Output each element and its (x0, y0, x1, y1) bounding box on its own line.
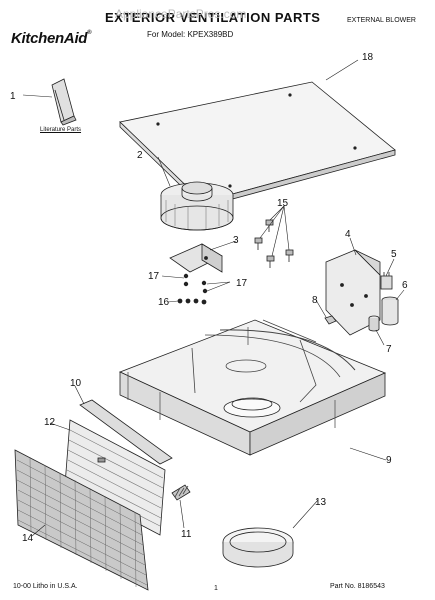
callout-3: 3 (233, 235, 239, 246)
callout-8: 8 (312, 295, 318, 306)
brand-logo-text: KitchenAid (11, 30, 88, 47)
part-bracket (169, 243, 223, 273)
callout-5: 5 (391, 249, 397, 260)
part-damper-strip (79, 399, 173, 465)
callout-10: 10 (70, 378, 82, 389)
callout-17-right: 17 (236, 278, 248, 289)
part-nut (324, 315, 337, 325)
part-screws (254, 219, 294, 268)
part-housing (118, 319, 387, 456)
page-number: 1 (214, 585, 218, 592)
part-blower (160, 181, 234, 231)
callout-6: 6 (402, 280, 408, 291)
brand-logo: KitchenAid® (11, 30, 92, 47)
part-control-bracket (325, 249, 381, 336)
callout-9: 9 (386, 455, 392, 466)
part-fasteners (177, 273, 208, 305)
watermark: AppliancePartsPros.com (115, 7, 246, 21)
callout-7: 7 (386, 344, 392, 355)
literature-parts-label: Literature Parts (40, 127, 82, 133)
part-capacitor (381, 296, 399, 326)
brand-registered-mark: ® (87, 30, 92, 36)
callout-1: 1 (10, 91, 16, 102)
part-top-cover (119, 81, 396, 208)
model-line: For Model: KPEX389BD (147, 30, 234, 39)
callout-15: 15 (277, 198, 289, 209)
part-louver (64, 419, 166, 536)
section-label: EXTERNAL BLOWER (347, 17, 416, 24)
callout-17-left: 17 (148, 271, 160, 282)
callout-2: 2 (137, 150, 143, 161)
callout-14: 14 (22, 533, 34, 544)
footer-litho: 10-00 Litho in U.S.A. (13, 583, 78, 590)
callout-numbers: 1 2 3 4 5 6 7 8 9 10 11 12 13 14 15 16 1… (10, 52, 408, 544)
part-literature (51, 78, 77, 126)
callout-12: 12 (44, 417, 56, 428)
callout-13: 13 (315, 497, 327, 508)
callout-18: 18 (362, 52, 374, 63)
callout-11: 11 (181, 529, 192, 540)
callout-16: 16 (158, 297, 170, 308)
part-mesh-grille (14, 449, 149, 591)
page-title: EXTERIOR VENTILATION PARTS (105, 10, 321, 25)
leader-lines (22, 59, 405, 537)
part-cylinder (368, 315, 380, 332)
callout-4: 4 (345, 229, 351, 240)
part-number: Part No. 8186543 (330, 583, 385, 590)
part-spring (171, 484, 191, 501)
part-clip (380, 272, 393, 290)
part-collar-ring (222, 527, 294, 568)
